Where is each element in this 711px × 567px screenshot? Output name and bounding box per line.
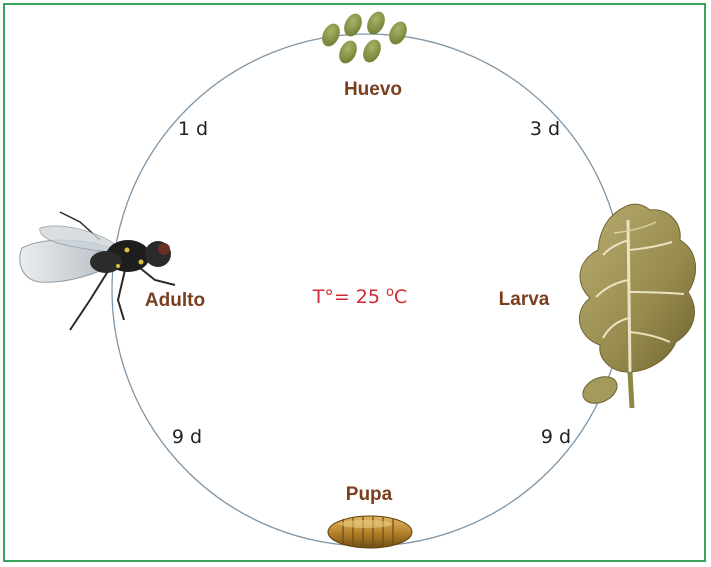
temperature-unit: C	[394, 286, 407, 308]
eggs-icon	[319, 9, 411, 67]
duration-pupa-to-adult: 9 d	[172, 426, 202, 448]
temperature-value: T°= 25	[312, 286, 386, 308]
adult-label: Adulto	[145, 290, 205, 311]
larva-label: Larva	[499, 289, 550, 310]
temperature-degree-mark: o	[386, 285, 394, 300]
duration-adult-to-egg: 1 d	[178, 118, 208, 140]
duration-egg-to-larva: 3 d	[530, 118, 560, 140]
egg-label: Huevo	[344, 79, 402, 100]
pupa-icon	[328, 516, 412, 548]
duration-larva-to-pupa: 9 d	[541, 426, 571, 448]
fly-icon	[20, 212, 175, 330]
temperature-label: T°= 25 oC	[312, 285, 408, 308]
leaf-mine-icon	[579, 204, 696, 408]
pupa-label: Pupa	[346, 484, 393, 505]
